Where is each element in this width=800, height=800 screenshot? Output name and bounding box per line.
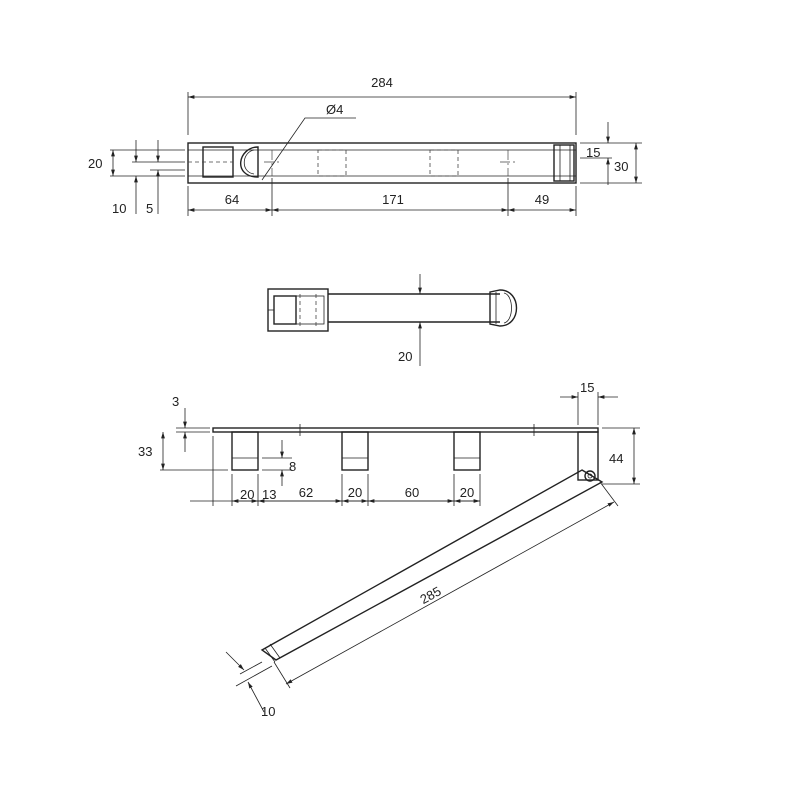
dim-hole-diameter: Ø4 xyxy=(326,102,343,117)
side-view-hook-3 xyxy=(453,431,481,471)
dim-285: 285 xyxy=(417,583,443,607)
dim-15-top: 15 xyxy=(586,145,600,160)
dim-64: 64 xyxy=(225,192,239,207)
dim-5: 5 xyxy=(146,201,153,216)
top-view: 284 Ø4 20 10 5 64 171 49 15 xyxy=(88,75,642,216)
dim-20-hook-2: 20 xyxy=(348,485,362,500)
front-view: 20 xyxy=(267,274,517,366)
dim-30: 30 xyxy=(614,159,628,174)
top-view-end-cap xyxy=(553,144,575,182)
dim-15-pivot: 15 xyxy=(580,380,594,395)
side-view-hook-1 xyxy=(231,431,259,471)
top-view-body xyxy=(187,142,577,184)
front-view-end-cap xyxy=(489,289,517,327)
dim-62: 62 xyxy=(299,485,313,500)
dim-10-arm: 10 xyxy=(261,704,275,719)
side-view-plate xyxy=(212,427,599,433)
top-view-latch xyxy=(240,146,259,178)
dim-33: 33 xyxy=(138,444,152,459)
dim-49: 49 xyxy=(535,192,549,207)
dim-8: 8 xyxy=(289,459,296,474)
dim-10: 10 xyxy=(112,201,126,216)
dim-20-top: 20 xyxy=(88,156,102,171)
side-view: 3 33 8 20 13 62 20 60 20 15 xyxy=(138,380,640,719)
dim-13: 13 xyxy=(262,487,276,502)
dim-171: 171 xyxy=(382,192,404,207)
dim-44: 44 xyxy=(609,451,623,466)
dim-20-hook-3: 20 xyxy=(460,485,474,500)
dim-20-hook-1: 20 xyxy=(240,487,254,502)
side-view-hook-2 xyxy=(341,431,369,471)
dim-20-front: 20 xyxy=(398,349,412,364)
dim-284: 284 xyxy=(371,75,393,90)
dim-3: 3 xyxy=(172,394,179,409)
dim-60: 60 xyxy=(405,485,419,500)
